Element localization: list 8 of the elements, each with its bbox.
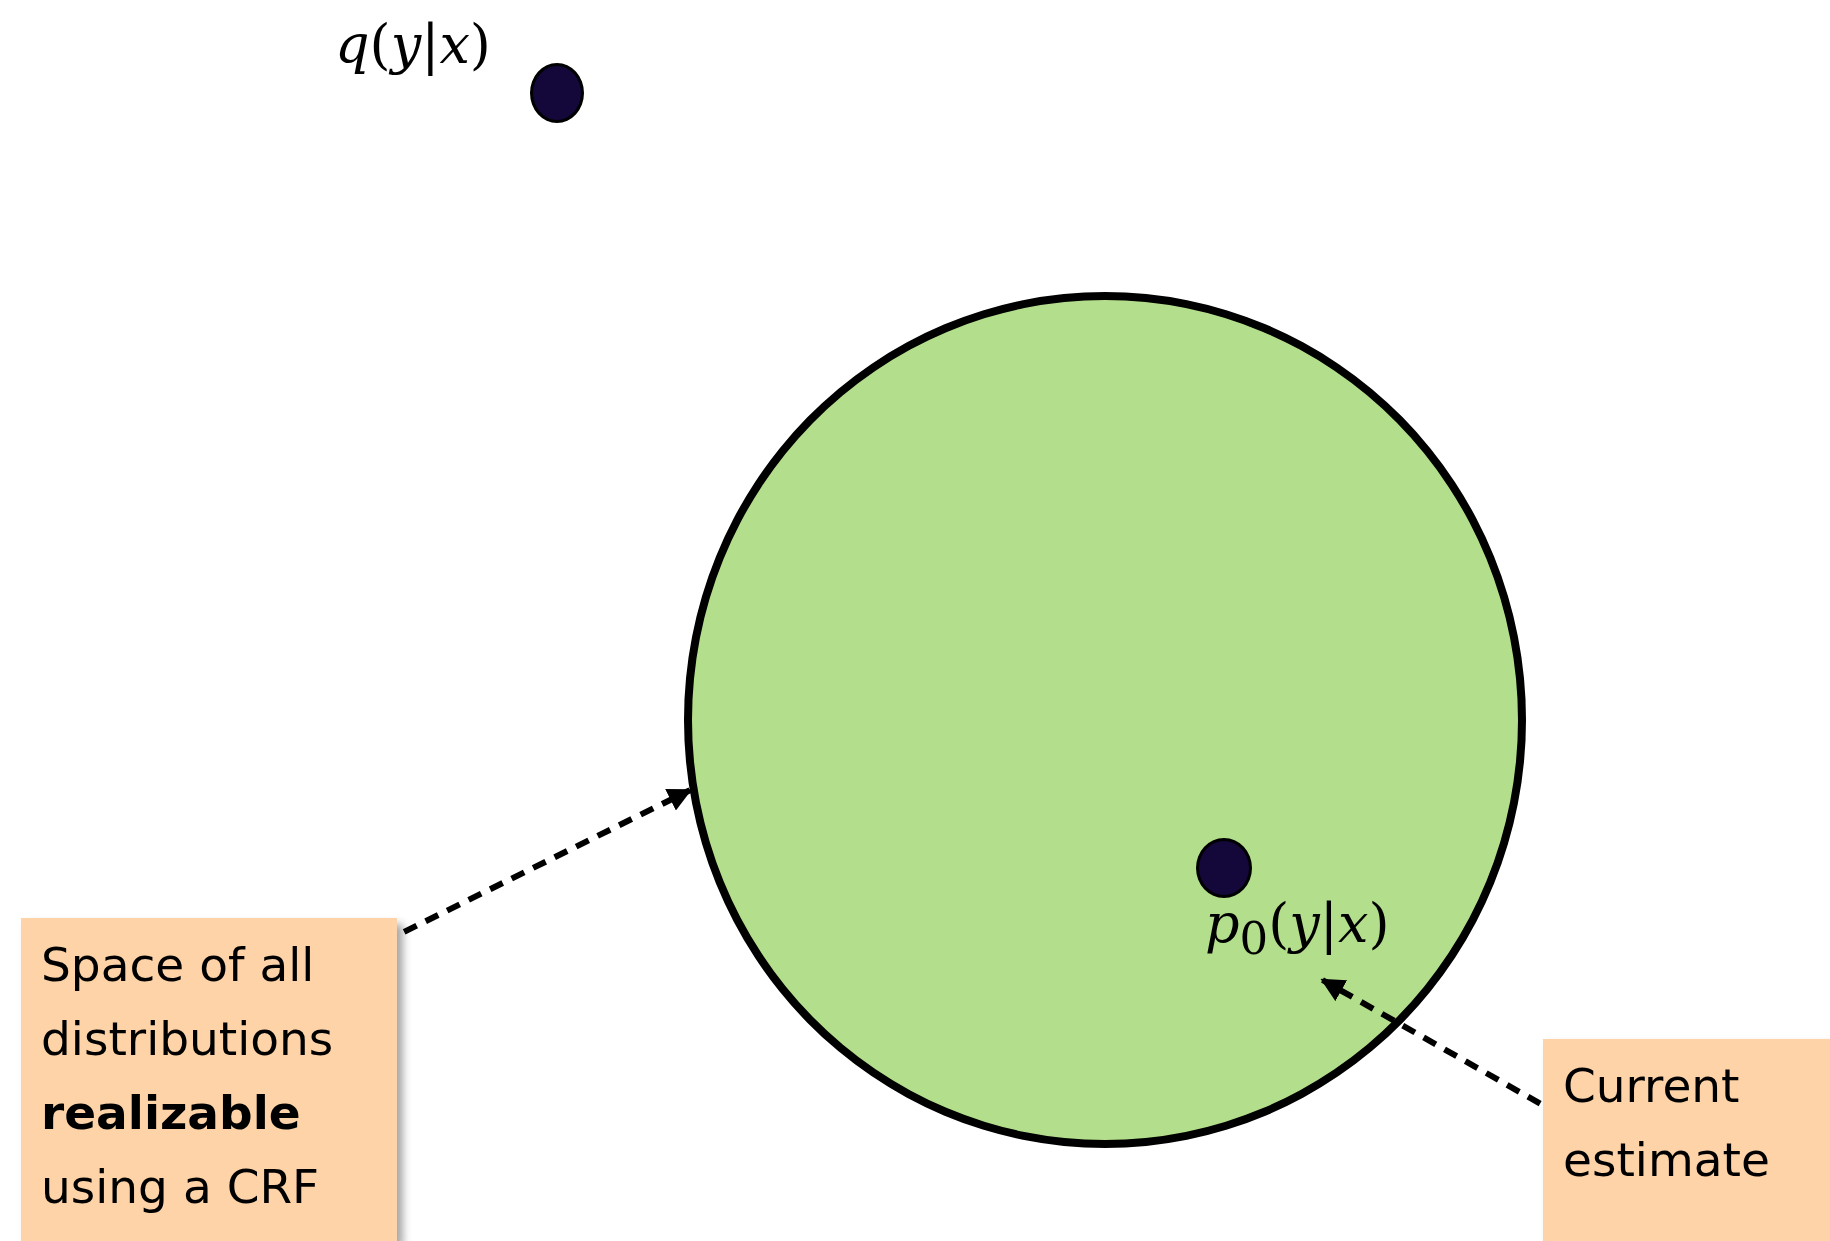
callout-box [21,918,397,1241]
leader-arrow [1320,977,1542,1107]
callout-text: Current estimate [1563,1057,1771,1189]
math-label: p$_{0}$(y|x) [1205,892,1440,972]
math-label: q(y|x) [335,13,491,76]
callout-box [1543,1039,1830,1241]
point-dot [1196,838,1252,898]
callout-text: Space of all distributions realizable using a CRF [41,936,335,1216]
